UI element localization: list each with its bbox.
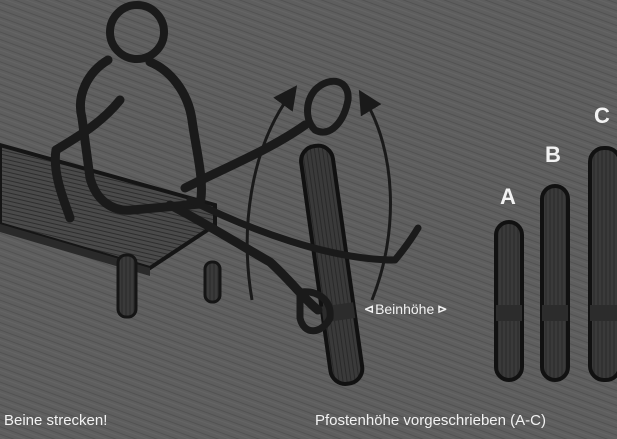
bench-leg-back	[205, 262, 220, 302]
post-a	[496, 222, 522, 380]
post-a-label: A	[500, 184, 516, 210]
post-b	[542, 186, 568, 380]
post-c	[590, 148, 617, 380]
leg-height-label: Beinhöhe	[375, 301, 434, 317]
leg-height-marker: ⊲ Beinhöhe ⊳	[364, 301, 445, 317]
arrow-right-icon: ⊳	[437, 302, 445, 316]
post-b-label: B	[545, 142, 561, 168]
arrow-left-icon: ⊲	[364, 302, 372, 316]
caption-stretch-legs: Beine strecken!	[4, 412, 107, 429]
bench-leg-front	[118, 255, 136, 317]
post-c-label: C	[594, 103, 610, 129]
caption-post-height: Pfostenhöhe vorgeschrieben (A-C)	[315, 412, 546, 429]
